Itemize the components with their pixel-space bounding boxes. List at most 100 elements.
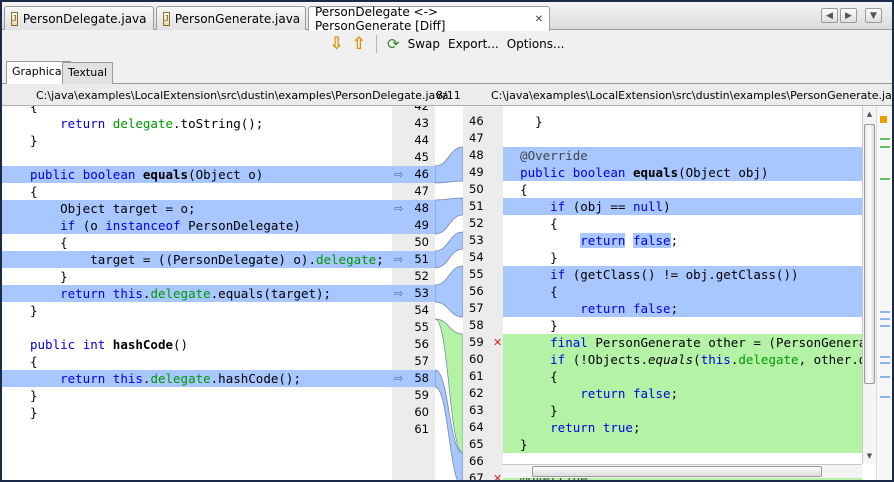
code-line[interactable]: return false; bbox=[503, 385, 862, 402]
code-token: delegate bbox=[150, 286, 211, 301]
change-marker[interactable] bbox=[880, 396, 890, 398]
line-number: 64 bbox=[469, 420, 484, 434]
code-line[interactable]: } bbox=[2, 132, 392, 149]
code-line[interactable]: } bbox=[503, 113, 862, 130]
code-line[interactable]: return delegate.toString(); bbox=[2, 115, 392, 132]
code-line[interactable]: final PersonGenerate other = (PersonGene… bbox=[503, 334, 862, 351]
line-number: 65 bbox=[469, 437, 484, 451]
change-marker[interactable] bbox=[880, 318, 890, 320]
code-line[interactable]: } bbox=[2, 302, 392, 319]
apply-change-icon[interactable]: ⇨ bbox=[394, 372, 404, 385]
code-line[interactable]: } bbox=[503, 402, 862, 419]
code-line[interactable]: if (!Objects.equals(this.delegate, other… bbox=[503, 351, 862, 368]
vertical-scrollbar[interactable]: ▲ ▼ bbox=[862, 106, 876, 464]
change-marker[interactable] bbox=[880, 146, 890, 148]
tab-graphical[interactable]: Graphical bbox=[6, 61, 71, 84]
code-line[interactable]: public boolean equals(Object obj) bbox=[503, 164, 862, 181]
code-line[interactable] bbox=[503, 130, 862, 147]
code-line[interactable] bbox=[2, 149, 392, 166]
arrow-up-icon[interactable]: ⇧ bbox=[351, 34, 367, 54]
code-line[interactable]: } bbox=[503, 436, 862, 453]
code-token: false bbox=[632, 301, 671, 316]
line-number: 48 bbox=[469, 148, 484, 162]
code-line[interactable]: { bbox=[2, 353, 392, 370]
code-line[interactable]: public int hashCode() bbox=[2, 336, 392, 353]
code-line[interactable]: if (o instanceof PersonDelegate) bbox=[2, 217, 392, 234]
change-marker[interactable] bbox=[880, 178, 890, 180]
tab-persondelegate-java[interactable]: J PersonDelegate.java ✕ bbox=[4, 6, 164, 30]
line-number: 46 bbox=[414, 167, 429, 181]
code-line[interactable]: target = ((PersonDelegate) o).delegate; bbox=[2, 251, 392, 268]
tab-textual[interactable]: Textual bbox=[62, 62, 114, 84]
code-line[interactable]: { bbox=[2, 106, 392, 115]
code-token: (!Objects. bbox=[565, 352, 649, 367]
code-line[interactable] bbox=[2, 421, 392, 438]
line-number: 55 bbox=[414, 320, 429, 334]
right-editor[interactable]: } @Override public boolean equals(Object… bbox=[503, 106, 862, 480]
line-number: 55 bbox=[469, 267, 484, 281]
line-number: 51 bbox=[414, 252, 429, 266]
code-line[interactable]: } bbox=[2, 404, 392, 421]
swap-button[interactable]: Swap bbox=[407, 37, 440, 51]
code-line[interactable]: public boolean equals(Object o) bbox=[2, 166, 392, 183]
code-line[interactable]: return false; bbox=[503, 300, 862, 317]
scroll-thumb[interactable] bbox=[532, 466, 822, 477]
code-line[interactable]: if (obj == null) bbox=[503, 198, 862, 215]
line-number: 52 bbox=[469, 216, 484, 230]
arrow-down-icon[interactable]: ⇩ bbox=[329, 34, 344, 54]
code-line[interactable]: @Override bbox=[503, 147, 862, 164]
code-line[interactable]: return this.delegate.hashCode(); bbox=[2, 370, 392, 387]
remove-change-icon[interactable]: ✕ bbox=[493, 472, 503, 480]
apply-change-icon[interactable]: ⇨ bbox=[394, 202, 404, 215]
line-number: 49 bbox=[414, 218, 429, 232]
swap-icon[interactable]: ⟳ bbox=[387, 35, 400, 53]
scroll-left-icon[interactable]: ◀ bbox=[821, 8, 838, 23]
apply-change-icon[interactable]: ⇨ bbox=[394, 253, 404, 266]
code-token: false bbox=[632, 386, 671, 401]
code-line[interactable]: { bbox=[503, 283, 862, 300]
line-number: 53 bbox=[469, 233, 484, 247]
warning-marker[interactable] bbox=[880, 116, 887, 123]
change-marker[interactable] bbox=[880, 325, 890, 327]
code-line[interactable]: } bbox=[2, 387, 392, 404]
scroll-right-icon[interactable]: ▶ bbox=[840, 8, 857, 23]
tab-list-icon[interactable]: ▼ bbox=[865, 8, 882, 23]
scroll-thumb[interactable] bbox=[864, 124, 875, 384]
code-line[interactable]: } bbox=[503, 249, 862, 266]
tab-persongenerate-java[interactable]: J PersonGenerate.java ✕ bbox=[156, 6, 318, 30]
tab-diff[interactable]: PersonDelegate <-> PersonGenerate [Diff]… bbox=[308, 5, 550, 33]
change-marker[interactable] bbox=[880, 376, 890, 378]
code-line[interactable]: { bbox=[503, 181, 862, 198]
change-marker[interactable] bbox=[880, 138, 890, 140]
code-line[interactable]: { bbox=[503, 368, 862, 385]
change-marker[interactable] bbox=[880, 362, 890, 364]
close-icon[interactable]: ✕ bbox=[534, 13, 543, 25]
remove-change-icon[interactable]: ✕ bbox=[493, 336, 503, 349]
change-marker[interactable] bbox=[880, 311, 890, 313]
horizontal-scrollbar[interactable] bbox=[502, 464, 862, 478]
line-number: 57 bbox=[414, 354, 429, 368]
change-marker[interactable] bbox=[880, 356, 890, 358]
code-line[interactable]: { bbox=[503, 215, 862, 232]
code-line[interactable]: { bbox=[2, 234, 392, 251]
code-line[interactable]: return false; bbox=[503, 232, 862, 249]
code-line[interactable]: } bbox=[2, 268, 392, 285]
line-number: 46 bbox=[469, 114, 484, 128]
apply-change-icon[interactable]: ⇨ bbox=[394, 287, 404, 300]
apply-change-icon[interactable]: ⇨ bbox=[394, 168, 404, 181]
code-line[interactable]: } bbox=[503, 317, 862, 334]
options-button[interactable]: Options... bbox=[506, 37, 565, 51]
scroll-down-icon[interactable]: ▼ bbox=[866, 452, 873, 460]
scroll-up-icon[interactable]: ▲ bbox=[866, 110, 873, 118]
code-line[interactable]: { bbox=[2, 183, 392, 200]
code-line[interactable]: return true; bbox=[503, 419, 862, 436]
code-token: this bbox=[700, 352, 731, 367]
export-button[interactable]: Export... bbox=[448, 37, 499, 51]
code-token: return bbox=[550, 420, 596, 435]
left-editor[interactable]: { return delegate.toString();} public boo… bbox=[2, 106, 392, 480]
code-line[interactable]: Object target = o; bbox=[2, 200, 392, 217]
code-line[interactable]: if (getClass() != obj.getClass()) bbox=[503, 266, 862, 283]
code-line[interactable]: return this.delegate.equals(target); bbox=[2, 285, 392, 302]
code-line[interactable] bbox=[2, 319, 392, 336]
